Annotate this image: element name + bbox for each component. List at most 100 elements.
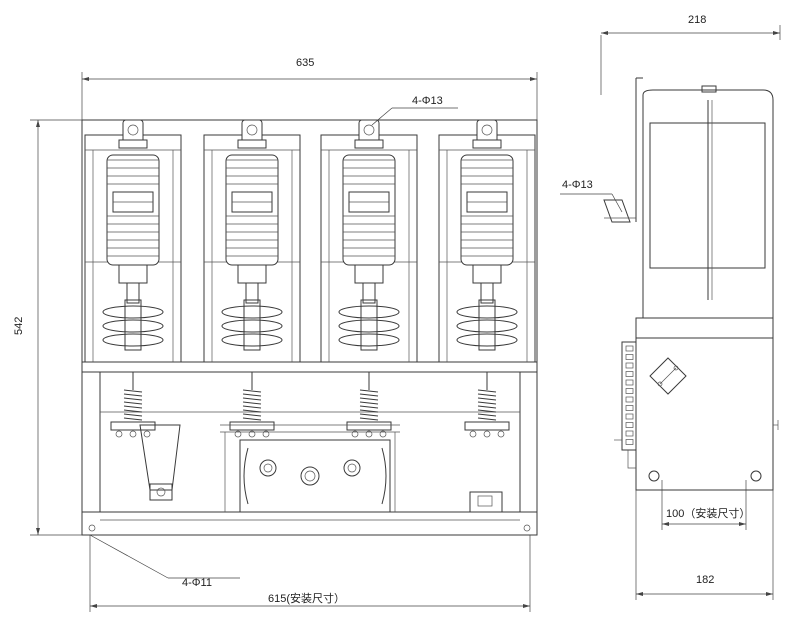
pole-insulator-disk	[338, 319, 400, 333]
mechanism-bolt-left-inner	[263, 463, 273, 473]
aux-switch-inner	[477, 495, 493, 507]
pole-insulator-core	[478, 299, 496, 351]
pole-spring-coil	[477, 405, 497, 409]
pole-spring-coil	[242, 389, 262, 393]
pole-3	[320, 119, 418, 438]
label-hole-side: 4-Φ13	[562, 179, 593, 191]
pole-spring-coil	[123, 409, 143, 413]
terminal-screw	[625, 345, 634, 352]
pole-insulator-core	[360, 299, 378, 351]
base-hole-right	[523, 524, 531, 532]
base-hole-left	[88, 524, 96, 532]
pole-stem	[245, 282, 259, 304]
terminal-wire	[627, 450, 636, 469]
pole-insulator-disk	[456, 319, 518, 333]
pole-spring-coil	[123, 401, 143, 405]
terminal-screw	[625, 379, 634, 386]
pole-spring-coil	[242, 405, 262, 409]
pole-spring-coil	[359, 397, 379, 401]
pole-top-clamp	[118, 139, 148, 149]
linkage-pin	[156, 487, 166, 497]
side-upper-housing	[642, 89, 774, 319]
nameplate-screw-2	[673, 365, 679, 371]
pole-clamp-nut	[234, 430, 242, 438]
pole-spring-coil	[123, 417, 143, 421]
pole-lower-contact	[118, 264, 148, 284]
pole-clamp-nut	[262, 430, 270, 438]
mechanism-bolt-left	[259, 459, 277, 477]
leader-hole-base	[89, 534, 169, 579]
pole-insulator-disk	[102, 305, 164, 319]
aux-switch-body	[469, 491, 503, 513]
pole-insulator-disk	[456, 333, 518, 347]
pole-lower-clamp	[464, 421, 510, 431]
dim-label-615: 615(安装尺寸）	[268, 591, 345, 605]
dim-label-635: 635	[296, 57, 314, 69]
terminal-screw	[625, 354, 634, 360]
side-lower-housing	[635, 337, 774, 491]
pole-spring-coil	[359, 393, 379, 397]
pole-spring-coil	[359, 401, 379, 405]
poles-group	[84, 119, 536, 438]
pole-lower-contact	[472, 264, 502, 284]
label-hole-base: 4-Φ11	[182, 577, 212, 589]
pole-spring-coil	[123, 405, 143, 409]
pole-clamp-nut	[248, 430, 256, 438]
pole-clamp-nut	[483, 430, 491, 438]
pole-insulator-disk	[221, 333, 283, 347]
pole-clamp-nut	[143, 430, 151, 438]
pole-clamp-nut	[497, 430, 505, 438]
mechanism-housing	[239, 439, 391, 513]
pole-spring-coil	[359, 409, 379, 413]
pole-spring-coil	[242, 413, 262, 417]
pole-clamp-nut	[115, 430, 123, 438]
pole-clamp-nut	[365, 430, 373, 438]
terminal-strip	[621, 341, 637, 451]
pole-2	[203, 119, 301, 438]
terminal-screw	[625, 362, 634, 369]
mechanism-bolt-right-inner	[347, 463, 357, 473]
pole-spring-coil	[242, 409, 262, 413]
pole-spring-coil	[123, 389, 143, 393]
dim-label-218: 218	[688, 14, 706, 26]
pole-insulator-disk	[338, 333, 400, 347]
pole-lower-clamp	[110, 421, 156, 431]
pole-1	[84, 119, 182, 438]
pole-spring-coil	[123, 397, 143, 401]
pole-4	[438, 119, 536, 438]
pole-spring-coil	[477, 417, 497, 421]
mechanism-shaft-inner	[304, 470, 316, 482]
auxiliary-switch	[469, 491, 503, 513]
side-bracket-foot	[603, 199, 631, 223]
pole-spring-coil	[477, 401, 497, 405]
pole-stem	[480, 282, 494, 304]
terminal-screw	[625, 396, 634, 403]
dim-label-182: 182	[696, 574, 714, 586]
linkage-block	[149, 483, 173, 501]
leader-hole-side	[611, 193, 623, 213]
pole-insulator-disk	[102, 319, 164, 333]
side-nameplate	[649, 357, 687, 395]
pole-top-clamp	[354, 139, 384, 149]
pole-insulator-disk	[102, 333, 164, 347]
side-top-cap	[701, 85, 717, 93]
side-dimensions: 218 4-Φ13 100（安装尺寸） 182	[560, 14, 781, 600]
terminal-screw	[625, 388, 634, 394]
pole-spring-coil	[242, 397, 262, 401]
pole-lower-contact	[237, 264, 267, 284]
pole-top-clamp	[237, 139, 267, 149]
pole-lower-clamp	[346, 421, 392, 431]
pole-spring-coil	[359, 417, 379, 421]
pole-spring-coil	[242, 417, 262, 421]
pole-clamp-nut	[379, 430, 387, 438]
linkage-arm-body	[139, 424, 181, 491]
pole-insulator-core	[124, 299, 142, 351]
mechanism-arc-left	[243, 447, 249, 505]
terminal-screw	[625, 430, 634, 437]
nameplate-diamond	[649, 357, 687, 395]
pole-clamp-nut	[129, 430, 137, 438]
pole-top-clamp	[472, 139, 502, 149]
pole-lower-clamp	[229, 421, 275, 431]
